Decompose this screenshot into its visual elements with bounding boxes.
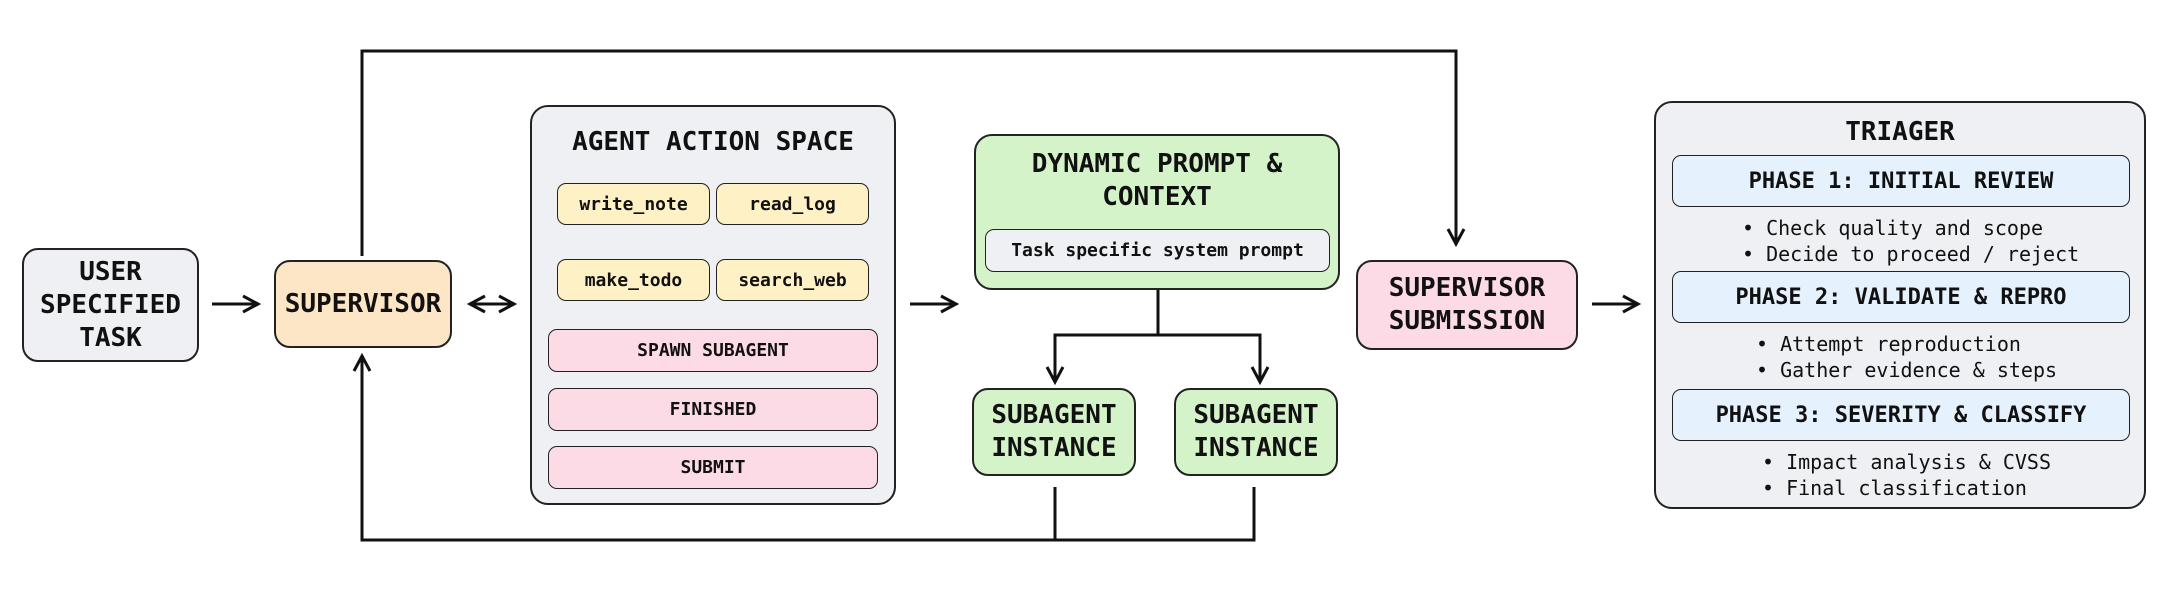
phase-2-bullet-1: • Attempt reproduction — [1756, 332, 2021, 356]
search-web-tool: search_web — [716, 259, 869, 301]
user-specified-task-box: USER SPECIFIED TASK — [22, 248, 199, 362]
action-space-title: AGENT ACTION SPACE — [572, 127, 854, 157]
task-specific-system-prompt: Task specific system prompt — [985, 229, 1330, 272]
write-note-tool: write_note — [557, 183, 710, 225]
dynamic-prompt-title-line-2: CONTEXT — [1102, 182, 1212, 212]
user-task-line-3: TASK — [79, 322, 142, 353]
submission-line-2: SUBMISSION — [1388, 306, 1546, 336]
arrow-prompt-to-subagent-left — [1055, 333, 1158, 382]
read-log-tool: read_log — [716, 183, 869, 225]
phase-1-box: PHASE 1: INITIAL REVIEW — [1672, 155, 2130, 207]
phase-2-box: PHASE 2: VALIDATE & REPRO — [1672, 271, 2130, 323]
arrow-prompt-to-subagent-right — [1158, 333, 1260, 382]
dynamic-prompt-context-panel: DYNAMIC PROMPT & CONTEXT Task specific s… — [974, 134, 1340, 290]
finished-action: FINISHED — [548, 388, 878, 431]
subagent-instance-right: SUBAGENT INSTANCE — [1174, 388, 1338, 476]
agent-action-space-panel: AGENT ACTION SPACE write_note read_log m… — [530, 105, 896, 505]
phase-3-bullet-2: • Final classification — [1762, 476, 2027, 500]
make-todo-tool: make_todo — [557, 259, 710, 301]
submit-action: SUBMIT — [548, 446, 878, 489]
phase-3-box: PHASE 3: SEVERITY & CLASSIFY — [1672, 389, 2130, 441]
arrow-supervisor-to-submission-loop — [360, 49, 1456, 256]
phase-2-bullet-2: • Gather evidence & steps — [1756, 358, 2058, 382]
supervisor-box: SUPERVISOR — [274, 260, 452, 348]
triager-panel: TRIAGER PHASE 1: INITIAL REVIEW • Check … — [1654, 101, 2146, 509]
subagent-right-line-1: SUBAGENT — [1193, 400, 1319, 430]
phase-1-bullet-2: • Decide to proceed / reject — [1742, 242, 2080, 266]
subagent-right-line-2: INSTANCE — [1193, 433, 1319, 463]
supervisor-label: SUPERVISOR — [284, 288, 442, 319]
phase-3-bullet-1: • Impact analysis & CVSS — [1762, 450, 2051, 474]
arrow-subagents-return-to-supervisor — [362, 356, 1256, 542]
submission-line-1: SUPERVISOR — [1388, 273, 1546, 303]
supervisor-submission-box: SUPERVISOR SUBMISSION — [1356, 260, 1578, 350]
user-task-line-1: USER — [79, 256, 142, 287]
dynamic-prompt-title-line-1: DYNAMIC PROMPT & — [1031, 149, 1283, 179]
triager-title: TRIAGER — [1845, 117, 1955, 147]
subagent-left-line-2: INSTANCE — [991, 433, 1117, 463]
subagent-instance-left: SUBAGENT INSTANCE — [972, 388, 1136, 476]
user-task-line-2: SPECIFIED — [40, 289, 181, 320]
subagent-left-line-1: SUBAGENT — [991, 400, 1117, 430]
phase-1-bullet-1: • Check quality and scope — [1742, 216, 2044, 240]
spawn-subagent-action: SPAWN SUBAGENT — [548, 329, 878, 372]
